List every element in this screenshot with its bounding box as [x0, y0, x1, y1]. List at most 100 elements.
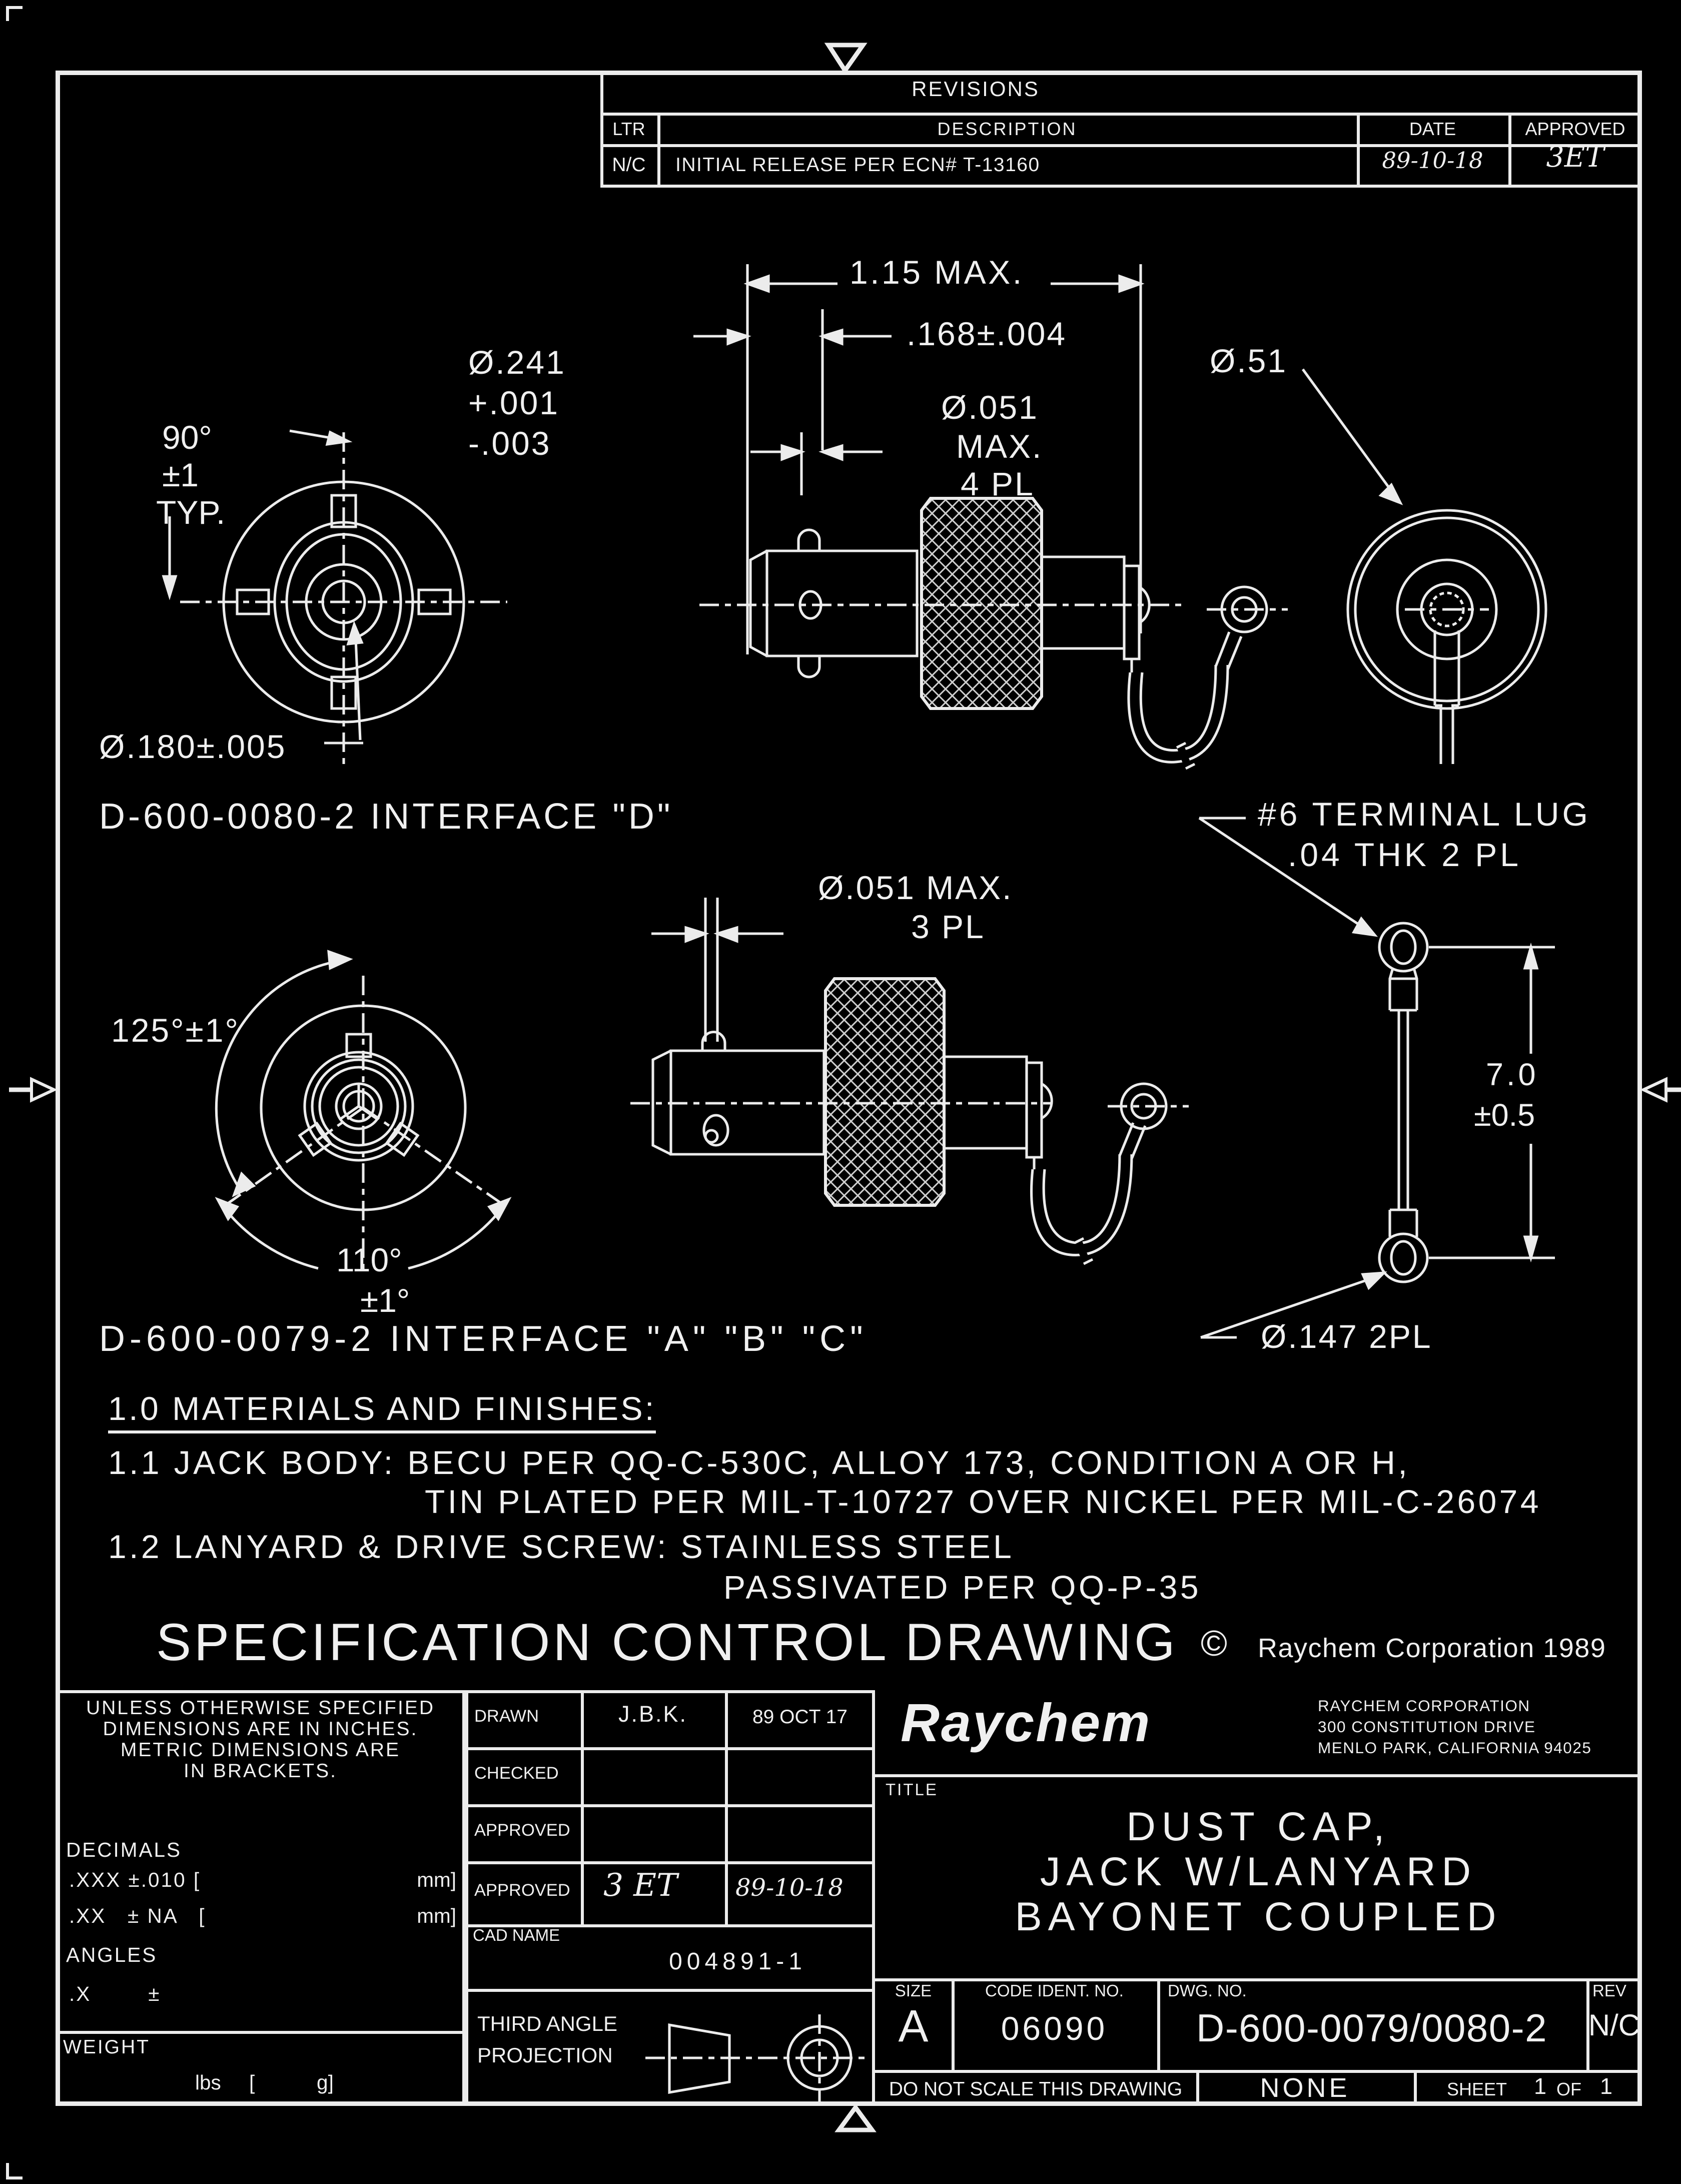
dim-overall-length: 1.15 MAX. — [850, 254, 1024, 291]
size-value: A — [898, 2002, 929, 2052]
dia-hole-3pl-value: Ø.051 MAX. — [818, 869, 1013, 907]
drawn-by-value: J.B.K. — [618, 1702, 687, 1728]
signoff-rule — [465, 1804, 875, 1807]
dim-lanyard-length: 7.0 — [1486, 1058, 1539, 1093]
code-ident-label: CODE IDENT. NO. — [985, 1983, 1124, 2001]
signoff-rule — [465, 1924, 875, 1927]
company-address-line1: 300 CONSTITUTION DRIVE — [1318, 1719, 1536, 1737]
dia-cap-bore: Ø.241 — [468, 344, 566, 381]
projection-label-line2: PROJECTION — [477, 2043, 613, 2067]
note-jack-body: 1.1 JACK BODY: BECU PER QQ-C-530C, ALLOY… — [108, 1444, 1410, 1482]
titleblock-rule — [875, 2070, 1642, 2073]
approved2-date-signature: 89-10-18 — [735, 1873, 844, 1902]
angles-label: ANGLES — [66, 1944, 158, 1966]
angle-90: 90° — [162, 419, 212, 456]
angle-110-tol: ±1° — [360, 1282, 410, 1319]
sheet-number: 1 — [1534, 2074, 1547, 2100]
interface-abc-label: D-600-0079-2 INTERFACE "A" "B" "C" — [99, 1319, 868, 1360]
rev-value: N/C — [1588, 2010, 1640, 2043]
terminal-lug-note-line1: #6 TERMINAL LUG — [1258, 796, 1591, 833]
signoff-rule — [581, 1690, 584, 1924]
cad-name-label: CAD NAME — [473, 1927, 560, 1945]
tolerance-note-line3: METRIC DIMENSIONS ARE — [120, 1738, 401, 1761]
decimals-xxx-unit: mm] — [417, 1869, 456, 1891]
revision-row-date-signature: 89-10-18 — [1382, 147, 1483, 174]
decimals-label: DECIMALS — [66, 1839, 182, 1861]
dia-cap-bore-tol-plus: +.001 — [468, 384, 560, 422]
signoff-panel-box — [465, 1690, 875, 2106]
rev-label: REV — [1592, 1983, 1626, 2001]
tolerance-note-line1: UNLESS OTHERWISE SPECIFIED — [86, 1696, 435, 1719]
titleblock-rule — [1157, 1978, 1160, 2070]
third-angle-projection-symbol — [645, 2014, 868, 2101]
code-ident-value: 06090 — [1001, 2010, 1108, 2047]
interface-d-end-view — [164, 431, 507, 769]
angle-125: 125°±1° — [111, 1012, 240, 1049]
angle-90-tol: ±1 — [162, 456, 199, 494]
titleblock-rule — [952, 1978, 955, 2070]
note-materials-heading: 1.0 MATERIALS AND FINISHES: — [108, 1392, 656, 1433]
scale-value: NONE — [1260, 2073, 1350, 2103]
decimals-xxx-row: .XXX ±.010 [ — [69, 1869, 201, 1891]
tolerance-panel-box — [56, 1690, 465, 2106]
dia-hole-3pl-places: 3 PL — [911, 908, 985, 946]
angle-110: 110° — [336, 1241, 402, 1279]
dia-hole-4pl-max: MAX. — [956, 428, 1043, 465]
revisions-header-date: DATE — [1409, 119, 1456, 140]
drawn-label: DRAWN — [474, 1708, 539, 1726]
revision-row-approved-signature: 3ET — [1546, 141, 1604, 174]
signoff-rule — [465, 1747, 875, 1750]
company-address-line2: MENLO PARK, CALIFORNIA 94025 — [1318, 1740, 1592, 1758]
dia-lug-hole: Ø.147 2PL — [1261, 1318, 1432, 1355]
approved2-label: APPROVED — [474, 1882, 570, 1900]
revisions-title: REVISIONS — [912, 77, 1040, 101]
titleblock-rule — [875, 1774, 1642, 1777]
sheet-of-label: OF — [1556, 2079, 1582, 2100]
drawing-title-line1: DUST CAP, — [1126, 1804, 1391, 1849]
titleblock-rule — [1196, 2070, 1199, 2106]
interface-d-label: D-600-0080-2 INTERFACE "D" — [99, 797, 673, 838]
note-lanyard-cont: PASSIVATED PER QQ-P-35 — [723, 1569, 1202, 1606]
projection-label-line1: THIRD ANGLE — [477, 2011, 618, 2035]
copyright-text: Raychem Corporation 1989 — [1258, 1633, 1606, 1663]
top-view-dimension-lines — [693, 264, 1141, 654]
weight-label: WEIGHT — [63, 2035, 150, 2058]
decimals-xx-row: .XX ± NA [ — [69, 1905, 206, 1927]
approved2-signature: 3 ET — [603, 1867, 678, 1903]
dim-lanyard-length-tol: ±0.5 — [1474, 1099, 1535, 1133]
dwg-no-label: DWG. NO. — [1168, 1983, 1247, 2001]
size-label: SIZE — [895, 1983, 932, 2001]
terminal-lug-note-line2: .04 THK 2 PL — [1288, 836, 1522, 874]
revisions-rule — [1357, 113, 1360, 188]
checked-label: CHECKED — [474, 1765, 559, 1783]
revisions-header-approved: APPROVED — [1525, 119, 1625, 140]
tolerance-panel-rule — [56, 2031, 465, 2034]
signoff-rule — [465, 1989, 875, 1992]
tolerance-note-line2: DIMENSIONS ARE IN INCHES. — [103, 1717, 418, 1740]
angles-x-row: .X ± — [69, 1983, 161, 2005]
revision-row-ltr: N/C — [612, 153, 646, 176]
signoff-rule — [725, 1690, 728, 1924]
dust-cap-side-view-upper — [699, 498, 1288, 769]
revisions-rule — [657, 113, 660, 188]
approved1-label: APPROVED — [474, 1822, 570, 1840]
interface-abc-end-view — [216, 952, 509, 1273]
dwg-no-value: D-600-0079/0080-2 — [1196, 2005, 1547, 2050]
titleblock-rule — [875, 1978, 1642, 1981]
title-label: TITLE — [886, 1782, 938, 1800]
company-name: RAYCHEM CORPORATION — [1318, 1698, 1530, 1716]
revisions-rule — [600, 144, 1642, 147]
dust-cap-face-view — [1303, 369, 1546, 764]
titleblock-rule — [1414, 2070, 1417, 2106]
cad-name-value: 004891-1 — [669, 1950, 806, 1975]
note-jack-body-cont: TIN PLATED PER MIL-T-10727 OVER NICKEL P… — [425, 1483, 1541, 1521]
do-not-scale-note: DO NOT SCALE THIS DRAWING — [889, 2077, 1183, 2100]
raychem-logo: Raychem — [901, 1692, 1152, 1753]
revisions-rule — [1508, 113, 1511, 188]
drawing-title-line2: JACK W/LANYARD — [1040, 1849, 1477, 1894]
weight-units: lbs [ g] — [195, 2071, 334, 2094]
revision-row-description: INITIAL RELEASE PER ECN# T-13160 — [675, 153, 1040, 176]
